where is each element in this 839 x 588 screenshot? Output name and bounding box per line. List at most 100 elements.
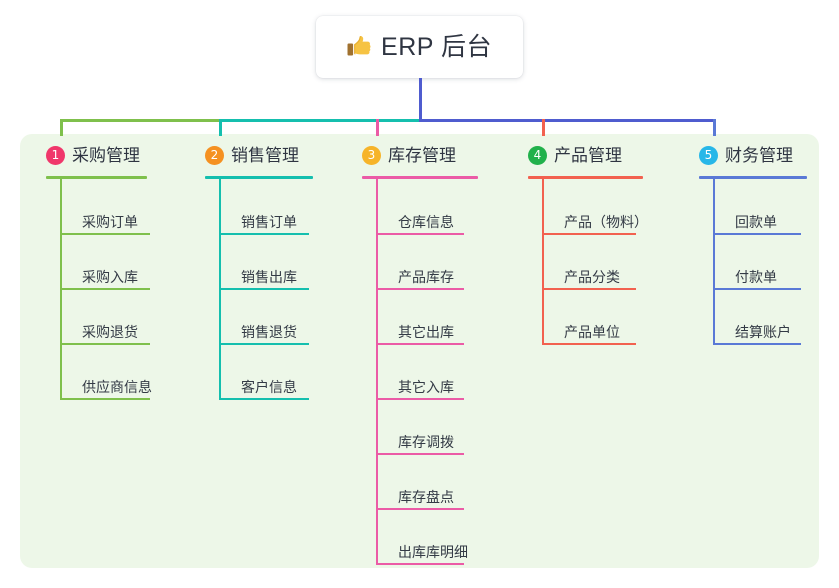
leaf-item-rule bbox=[376, 398, 464, 400]
leaf-item-label: 产品单位 bbox=[564, 324, 620, 340]
column-badge-1: 1 bbox=[46, 145, 65, 165]
leaf-item[interactable]: 产品库存 bbox=[376, 252, 464, 290]
leaf-item-label: 采购入库 bbox=[82, 269, 138, 285]
bus-segment-3 bbox=[419, 119, 716, 122]
branch-drop-1 bbox=[60, 119, 63, 136]
leaf-item-label: 销售订单 bbox=[241, 214, 297, 230]
leaf-item-label: 库存盘点 bbox=[398, 489, 454, 505]
leaf-item-label: 其它入库 bbox=[398, 379, 454, 395]
branch-drop-2 bbox=[219, 119, 222, 136]
leaf-item[interactable]: 产品单位 bbox=[542, 307, 636, 345]
leaf-item-label: 仓库信息 bbox=[398, 214, 454, 230]
leaf-item-rule bbox=[376, 508, 464, 510]
leaf-item-rule bbox=[542, 343, 636, 345]
leaf-item-rule bbox=[376, 563, 464, 565]
root-trunk bbox=[419, 78, 422, 122]
column-spine-3 bbox=[376, 179, 378, 565]
leaf-item[interactable]: 供应商信息 bbox=[60, 362, 152, 400]
root-title: ERP 后台 bbox=[381, 32, 492, 61]
leaf-item-rule bbox=[376, 233, 464, 235]
leaf-item-label: 客户信息 bbox=[241, 379, 297, 395]
leaf-item[interactable]: 回款单 bbox=[713, 197, 801, 235]
leaf-item-rule bbox=[713, 233, 801, 235]
leaf-item[interactable]: 付款单 bbox=[713, 252, 801, 290]
column-header-5[interactable]: 5 财务管理 bbox=[699, 142, 793, 168]
column-header-3[interactable]: 3 库存管理 bbox=[362, 142, 456, 168]
leaf-item-label: 付款单 bbox=[735, 269, 777, 285]
leaf-item-rule bbox=[713, 343, 801, 345]
column-header-1[interactable]: 1 采购管理 bbox=[46, 142, 140, 168]
leaf-item[interactable]: 采购入库 bbox=[60, 252, 150, 290]
leaf-item-label: 供应商信息 bbox=[82, 379, 152, 395]
column-title-1: 采购管理 bbox=[72, 145, 140, 165]
root-node-content: ERP 后台 bbox=[347, 32, 492, 61]
thumbs-up-icon bbox=[347, 35, 372, 59]
leaf-item-label: 产品分类 bbox=[564, 269, 620, 285]
column-header-2[interactable]: 2 销售管理 bbox=[205, 142, 299, 168]
leaf-item[interactable]: 其它入库 bbox=[376, 362, 464, 400]
column-badge-5: 5 bbox=[699, 145, 718, 165]
leaf-item-rule bbox=[376, 288, 464, 290]
leaf-item[interactable]: 产品分类 bbox=[542, 252, 636, 290]
leaf-item[interactable]: 库存盘点 bbox=[376, 472, 464, 510]
branch-drop-5 bbox=[713, 119, 716, 136]
root-node[interactable]: ERP 后台 bbox=[316, 16, 523, 78]
leaf-item-rule bbox=[219, 398, 309, 400]
leaf-item-rule bbox=[219, 288, 309, 290]
leaf-item-label: 产品（物料） bbox=[564, 214, 648, 230]
leaf-item-rule bbox=[60, 343, 150, 345]
leaf-item-rule bbox=[713, 288, 801, 290]
leaf-item-rule bbox=[376, 343, 464, 345]
bus-segment-2 bbox=[219, 119, 422, 122]
leaf-item[interactable]: 其它出库 bbox=[376, 307, 464, 345]
column-header-4[interactable]: 4 产品管理 bbox=[528, 142, 622, 168]
leaf-item[interactable]: 库存调拨 bbox=[376, 417, 464, 455]
leaf-item-label: 销售出库 bbox=[241, 269, 297, 285]
leaf-item-rule bbox=[542, 233, 636, 235]
branch-drop-4 bbox=[542, 119, 545, 136]
column-header-rule-3 bbox=[362, 176, 478, 179]
leaf-item-rule bbox=[376, 453, 464, 455]
leaf-item-rule bbox=[60, 288, 150, 290]
leaf-item[interactable]: 销售订单 bbox=[219, 197, 309, 235]
leaf-item[interactable]: 销售出库 bbox=[219, 252, 309, 290]
leaf-item-label: 采购订单 bbox=[82, 214, 138, 230]
leaf-item-label: 销售退货 bbox=[241, 324, 297, 340]
leaf-item-label: 库存调拨 bbox=[398, 434, 454, 450]
column-header-rule-4 bbox=[528, 176, 643, 179]
leaf-item-rule bbox=[219, 343, 309, 345]
leaf-item-rule bbox=[60, 233, 150, 235]
leaf-item[interactable]: 销售退货 bbox=[219, 307, 309, 345]
column-header-rule-2 bbox=[205, 176, 313, 179]
column-title-5: 财务管理 bbox=[725, 145, 793, 165]
leaf-item[interactable]: 出库库明细 bbox=[376, 527, 468, 565]
leaf-item-label: 产品库存 bbox=[398, 269, 454, 285]
column-title-2: 销售管理 bbox=[231, 145, 299, 165]
column-header-rule-1 bbox=[46, 176, 147, 179]
column-header-rule-5 bbox=[699, 176, 807, 179]
leaf-item-label: 回款单 bbox=[735, 214, 777, 230]
leaf-item[interactable]: 仓库信息 bbox=[376, 197, 464, 235]
leaf-item[interactable]: 采购退货 bbox=[60, 307, 150, 345]
leaf-item-rule bbox=[60, 398, 150, 400]
column-badge-2: 2 bbox=[205, 145, 224, 165]
column-title-3: 库存管理 bbox=[388, 145, 456, 165]
column-title-4: 产品管理 bbox=[554, 145, 622, 165]
leaf-item-label: 结算账户 bbox=[735, 324, 791, 340]
content-panel bbox=[20, 134, 819, 568]
branch-drop-3 bbox=[376, 119, 379, 136]
leaf-item[interactable]: 采购订单 bbox=[60, 197, 150, 235]
leaf-item[interactable]: 客户信息 bbox=[219, 362, 309, 400]
column-badge-4: 4 bbox=[528, 145, 547, 165]
leaf-item-label: 采购退货 bbox=[82, 324, 138, 340]
column-badge-3: 3 bbox=[362, 145, 381, 165]
bus-segment-1 bbox=[60, 119, 222, 122]
leaf-item-rule bbox=[542, 288, 636, 290]
leaf-item-rule bbox=[219, 233, 309, 235]
column-spine-4 bbox=[542, 179, 544, 345]
leaf-item-label: 出库库明细 bbox=[398, 544, 468, 560]
leaf-item[interactable]: 产品（物料） bbox=[542, 197, 648, 235]
leaf-item-label: 其它出库 bbox=[398, 324, 454, 340]
leaf-item[interactable]: 结算账户 bbox=[713, 307, 801, 345]
